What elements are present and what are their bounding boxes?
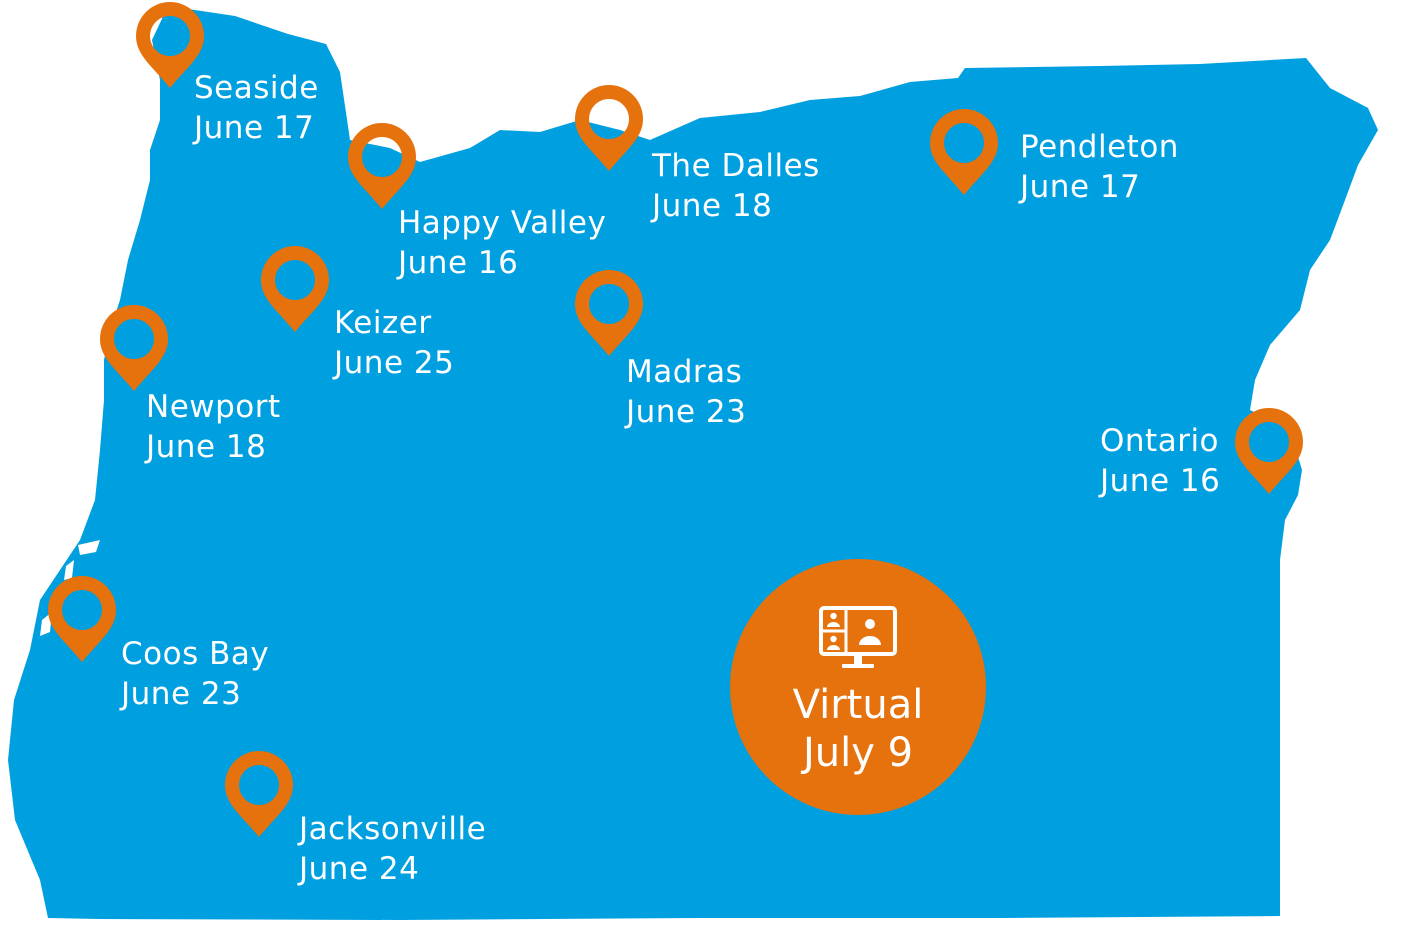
city-name: Jacksonville bbox=[299, 811, 487, 847]
video-conference-icon bbox=[819, 606, 897, 668]
event-date: June 23 bbox=[121, 676, 242, 712]
location-label-madras: Madras June 23 bbox=[626, 352, 746, 432]
location-label-ontario: Ontario June 16 bbox=[1100, 421, 1220, 501]
map-pin-icon[interactable] bbox=[225, 751, 293, 837]
city-name: Pendleton bbox=[1020, 129, 1179, 165]
event-date: June 18 bbox=[146, 429, 267, 465]
location-label-seaside: Seaside June 17 bbox=[194, 68, 319, 148]
virtual-event-text: Virtual July 9 bbox=[730, 681, 986, 777]
map-pin-icon[interactable] bbox=[348, 123, 416, 209]
location-label-the-dalles: The Dalles June 18 bbox=[652, 146, 820, 226]
location-label-pendleton: Pendleton June 17 bbox=[1020, 127, 1179, 207]
virtual-date: July 9 bbox=[802, 730, 914, 776]
city-name: Happy Valley bbox=[398, 205, 607, 241]
location-label-keizer: Keizer June 25 bbox=[334, 303, 454, 383]
city-name: Keizer bbox=[334, 305, 432, 341]
location-label-happy-valley: Happy Valley June 16 bbox=[398, 203, 606, 283]
city-name: Seaside bbox=[194, 70, 319, 106]
map-pin-icon[interactable] bbox=[48, 576, 116, 662]
virtual-event-badge[interactable]: Virtual July 9 bbox=[730, 559, 986, 815]
city-name: The Dalles bbox=[652, 148, 820, 184]
event-date: June 23 bbox=[626, 394, 747, 430]
map-pin-icon[interactable] bbox=[136, 2, 204, 88]
map-pin-icon[interactable] bbox=[575, 270, 643, 356]
event-date: June 17 bbox=[194, 110, 315, 146]
event-date: June 18 bbox=[652, 188, 773, 224]
map-pin-icon[interactable] bbox=[930, 109, 998, 195]
virtual-label: Virtual bbox=[792, 682, 924, 728]
map-pin-icon[interactable] bbox=[1235, 408, 1303, 494]
oregon-state-shape bbox=[8, 6, 1378, 920]
city-name: Ontario bbox=[1100, 423, 1220, 459]
coastal-inlet bbox=[40, 612, 52, 636]
map-pin-icon[interactable] bbox=[575, 85, 643, 171]
event-date: June 25 bbox=[334, 345, 455, 381]
event-date: June 16 bbox=[1100, 463, 1221, 499]
city-name: Coos Bay bbox=[121, 636, 270, 672]
map-pin-icon[interactable] bbox=[261, 246, 329, 332]
coastal-inlet bbox=[78, 540, 100, 555]
location-label-newport: Newport June 18 bbox=[146, 387, 281, 467]
event-date: June 24 bbox=[299, 851, 420, 887]
coastal-inlet bbox=[64, 560, 74, 580]
location-label-jacksonville: Jacksonville June 24 bbox=[299, 809, 486, 889]
event-date: June 17 bbox=[1020, 169, 1141, 205]
event-date: June 16 bbox=[398, 245, 519, 281]
city-name: Newport bbox=[146, 389, 281, 425]
location-label-coos-bay: Coos Bay June 23 bbox=[121, 634, 269, 714]
city-name: Madras bbox=[626, 354, 743, 390]
map-pin-icon[interactable] bbox=[100, 305, 168, 391]
